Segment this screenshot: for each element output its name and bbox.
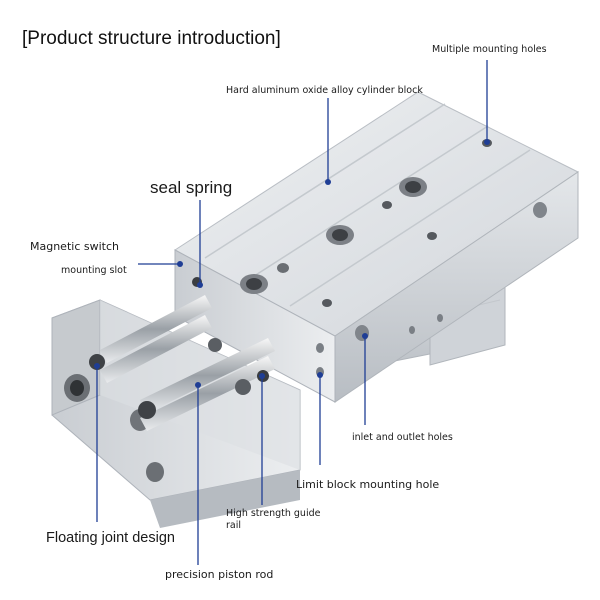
label-precision-piston-rod: precision piston rod xyxy=(165,568,274,581)
piston-rods xyxy=(89,277,275,431)
page-title: [Product structure introduction] xyxy=(22,28,281,49)
label-cylinder-block: Hard aluminum oxide alloy cylinder block xyxy=(226,85,423,96)
label-guide-rail-line1: High strength guide xyxy=(226,508,321,519)
label-limit-block-mounting-hole: Limit block mounting hole xyxy=(296,478,440,491)
label-multiple-mounting-holes: Multiple mounting holes xyxy=(432,44,547,55)
label-guide-rail-line2: rail xyxy=(226,520,242,531)
label-inlet-outlet-holes: inlet and outlet holes xyxy=(352,432,453,443)
cylinder-block xyxy=(174,91,579,403)
label-floating-joint-design: Floating joint design xyxy=(46,530,175,546)
label-seal-spring: seal spring xyxy=(150,178,233,197)
label-mounting-slot: mounting slot xyxy=(61,265,127,276)
label-magnetic-switch: Magnetic switch xyxy=(30,240,119,253)
